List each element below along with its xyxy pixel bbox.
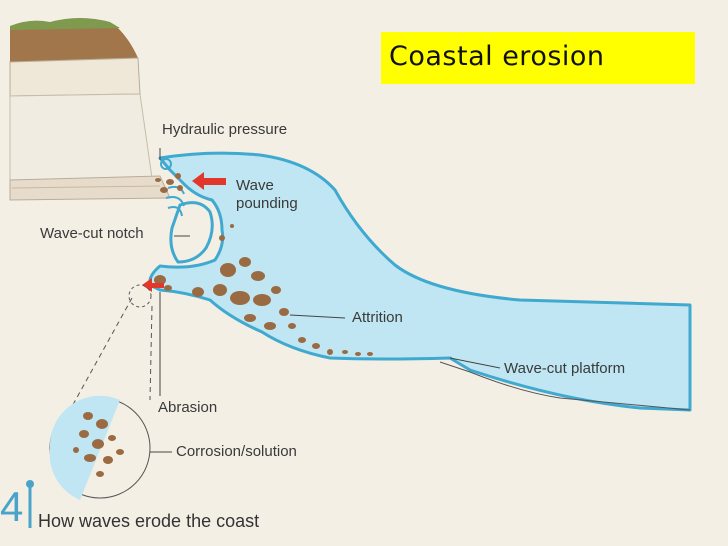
wave-pounding-arrow (192, 172, 226, 190)
title-banner: Coastal erosion (381, 32, 695, 84)
figure-caption: How waves erode the coast (38, 511, 260, 531)
figure-number: 4 (0, 483, 24, 530)
figure-marker-dot (26, 480, 34, 488)
label-attrition: Attrition (352, 309, 403, 326)
grass-layer (10, 18, 120, 30)
sea-wave (148, 151, 692, 412)
wave-cut-platform-line (439, 361, 691, 411)
magnified-view (49, 395, 172, 500)
wave-curl-pocket (169, 201, 214, 264)
zoom-leader-right (149, 305, 153, 401)
page-title: Coastal erosion (389, 41, 605, 72)
strata-line (11, 185, 161, 189)
label-wave-cut-notch: Wave-cut notch (40, 225, 144, 242)
label-wave-pounding: Wave pounding (236, 177, 298, 212)
topsoil-layer (10, 24, 138, 62)
label-wave-cut-platform: Wave-cut platform (504, 360, 626, 377)
cliff-stratum-middle (9, 93, 153, 181)
zoom-leader-left (69, 297, 133, 411)
abrasion-arrow (142, 278, 164, 292)
label-corrosion-solution: Corrosion/solution (176, 443, 297, 460)
label-hydraulic-pressure: Hydraulic pressure (162, 121, 288, 138)
pebbles (154, 173, 373, 356)
label-leaders (159, 148, 501, 396)
zoom-source-circle (128, 284, 152, 308)
cliff-stratum-upper (9, 57, 141, 97)
label-abrasion: Abrasion (158, 399, 218, 416)
